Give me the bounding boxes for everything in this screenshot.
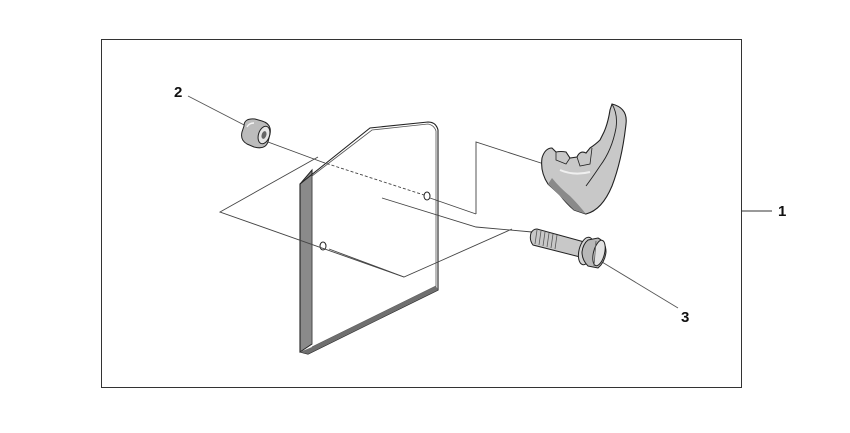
callout-3-label[interactable]: 3 [681, 309, 689, 326]
mounting-plate[interactable] [299, 121, 439, 355]
assembly-lines [218, 141, 545, 278]
mounting-plate-shading [300, 286, 438, 354]
trim-cover[interactable] [541, 103, 627, 215]
callout-2-label[interactable]: 2 [174, 84, 182, 101]
callout-1-label[interactable]: 1 [778, 203, 786, 220]
collar-highlight [246, 122, 255, 128]
bolt-thread [534, 229, 558, 250]
trim-cover-highlight [559, 169, 591, 175]
mounting-plate-face [299, 121, 439, 355]
trim-cover-body [541, 103, 627, 215]
mounting-hole-upper [423, 191, 431, 201]
trim-cover-shadow [548, 178, 586, 214]
flange-bolt[interactable] [529, 228, 607, 269]
callout-3-leader [601, 261, 679, 309]
collar-bore [261, 131, 267, 139]
bolt-hex-edge [593, 240, 597, 267]
callout-2-leader [187, 95, 251, 129]
mounting-plate-inner-edge [311, 123, 437, 348]
collar-spacer[interactable] [241, 118, 272, 149]
trim-cover-notch [555, 147, 593, 167]
kit-frame [101, 39, 742, 388]
trim-cover-inner [585, 103, 617, 187]
mounting-plate-edge [299, 168, 313, 353]
